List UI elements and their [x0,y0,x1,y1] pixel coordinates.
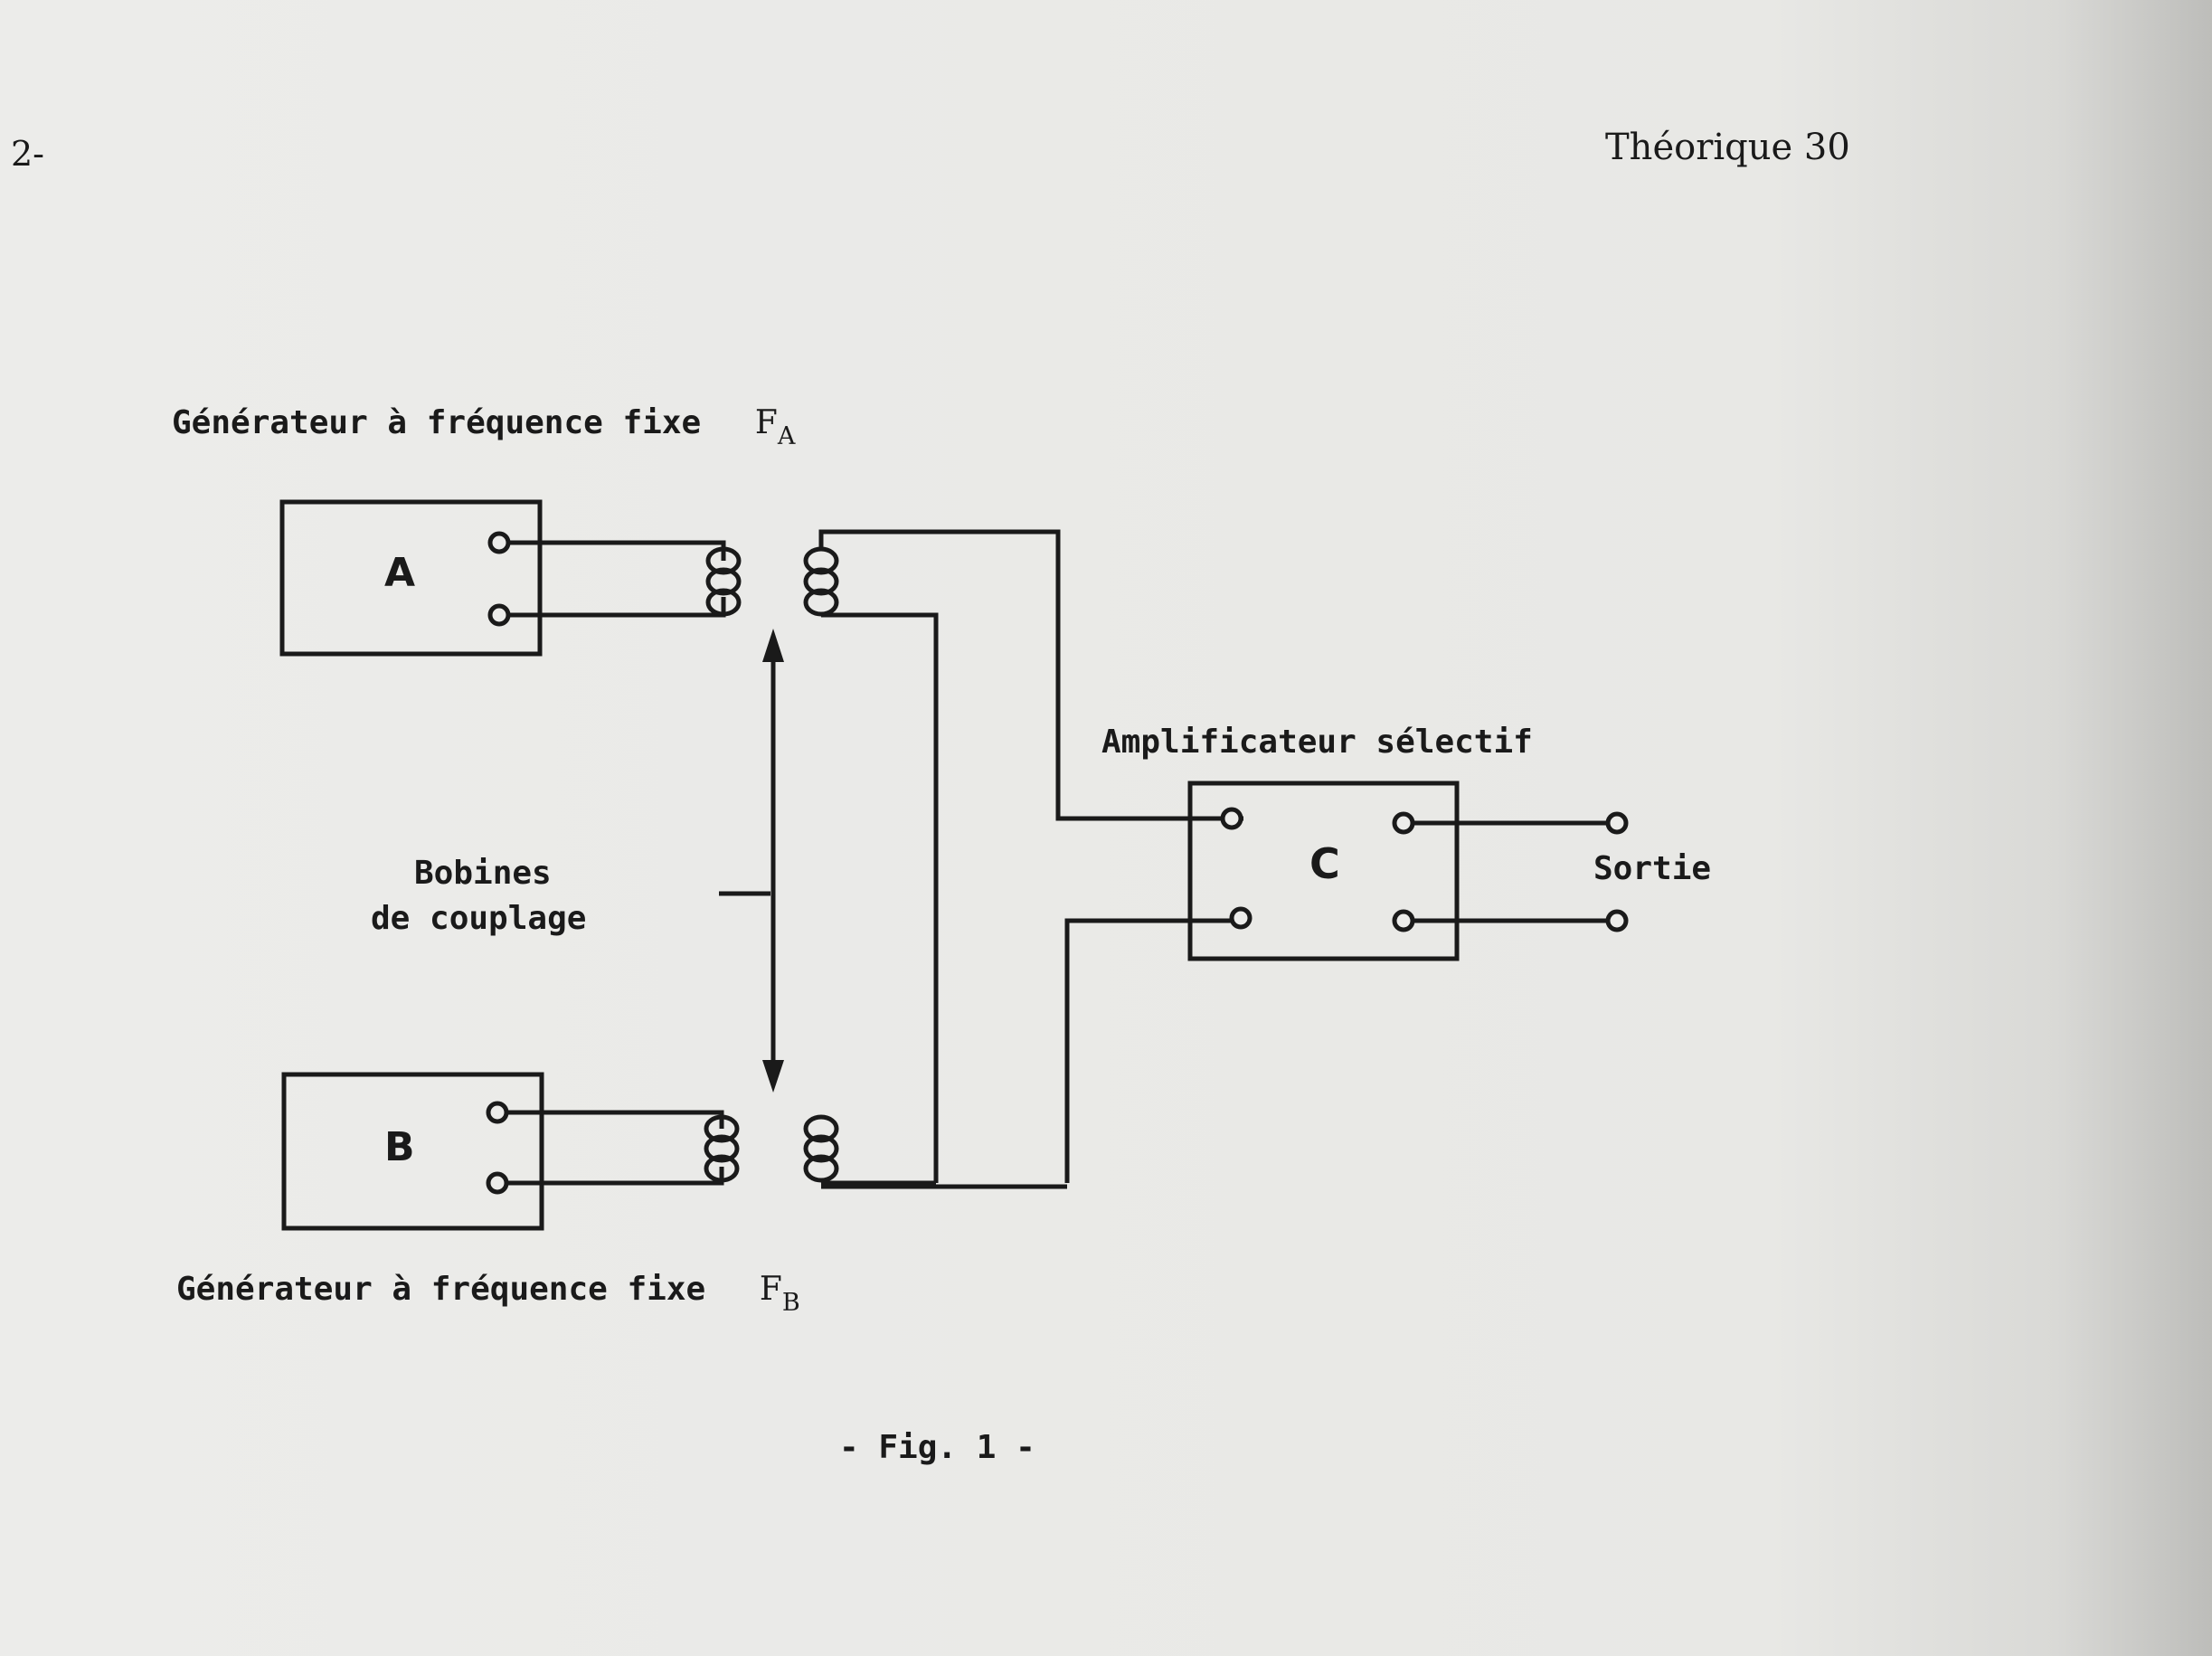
arrow-head-down [762,1060,784,1093]
lead-b-bottom [506,1167,724,1186]
coil-b-primary [704,1114,740,1183]
box-a-label: A [384,550,416,596]
page-number: 2- [11,134,45,174]
wire-to-c-lower [1064,918,1232,1183]
arrow-head-up [762,629,784,662]
generator-b-freq: F [759,1271,782,1308]
generator-a-freq-sub: A [777,422,796,451]
generator-a-label: Générateur à fréquence fixe FA [172,404,796,451]
amplifier-label: Amplificateur sélectif [1101,724,1533,761]
box-b-label: B [384,1124,415,1170]
lead-a-top [508,540,726,561]
amplifier-box [1187,781,1460,961]
figure-caption: - Fig. 1 - [839,1429,1035,1466]
generator-b-box [281,1072,544,1231]
box-c-label: C [1309,839,1340,888]
generator-b-freq-sub: B [781,1289,800,1318]
coil-a-primary [705,546,742,617]
coils-label-line1: Bobines [414,855,552,892]
coil-a-secondary [803,546,839,617]
generator-b-label: Générateur à fréquence fixe FB [176,1271,800,1318]
lead-b-top [506,1110,724,1129]
wire-sec-a-top [818,529,1243,821]
wire-sec-a-bottom [821,612,939,1183]
generator-a-freq: F [754,404,778,441]
coil-b-secondary [803,1114,839,1183]
section-title: Théorique 30 [1605,127,1850,168]
generator-a-box [279,499,543,657]
coils-label-line2: de couplage [371,900,587,937]
output-label: Sortie [1593,850,1712,887]
